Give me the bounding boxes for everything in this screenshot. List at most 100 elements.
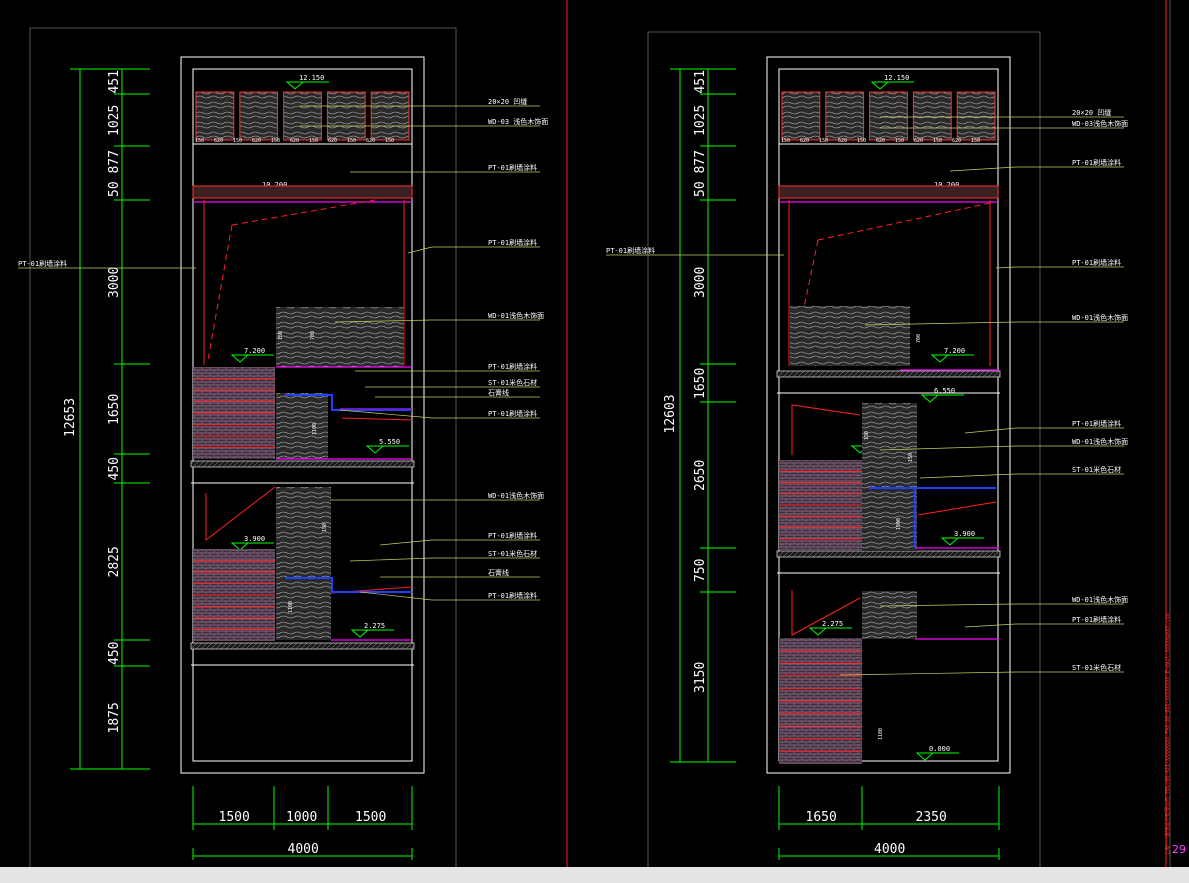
material-label: PT-01刷墙涂料 (488, 238, 537, 247)
floor-slab (776, 550, 1001, 558)
stair-hidden-line (791, 239, 819, 367)
hdim-label: 1500 (219, 810, 250, 825)
stair-hidden-line (207, 224, 233, 361)
level-label: 10.200 (262, 181, 287, 189)
wood-wall (276, 307, 404, 367)
panel-dim-label: 620 (876, 138, 885, 144)
leader-line (339, 409, 540, 419)
material-label: PT-01刷墙涂料 (488, 531, 537, 540)
panel-dim-label: 620 (838, 138, 847, 144)
hdim-label: 1500 (355, 810, 386, 825)
wood-panel (370, 91, 410, 141)
panel-dim-label: 620 (800, 138, 809, 144)
material-label-left: PT-01刷墙涂料 (606, 246, 655, 255)
vdim-label: 1875 (107, 702, 122, 733)
wood-panel (825, 91, 865, 141)
panel-dim-label: 150 (819, 138, 828, 144)
stair-outline (205, 486, 276, 542)
wood-panel (956, 91, 996, 141)
stair-outline (341, 417, 413, 421)
material-label-left: PT-01刷墙涂料 (18, 259, 67, 268)
vdim-label: 451 (693, 70, 708, 93)
wood-panel (869, 91, 908, 141)
wood-wall (276, 487, 331, 640)
leader-line (995, 266, 1124, 269)
wood-wall (862, 591, 917, 639)
inner-dim-label: 1900 (896, 518, 902, 530)
panel-dim-label: 620 (914, 138, 923, 144)
wood-panel (239, 91, 279, 141)
material-label: PT-01刷墙涂料 (1072, 419, 1121, 428)
material-label: ST-01米色石材 (1072, 663, 1121, 672)
wood-panel (195, 91, 235, 141)
leader-line (879, 603, 1124, 607)
stair-outline (791, 404, 861, 455)
panel-dim-label: 150 (895, 138, 904, 144)
hdim-total-label: 4000 (288, 842, 319, 857)
inner-dim-label: 700 (916, 334, 922, 343)
material-label: WD-01浅色木饰面 (1072, 313, 1128, 322)
stair-outline (791, 590, 861, 636)
ceiling-slab (192, 185, 413, 199)
material-label: 石膏线 (488, 568, 509, 577)
vdim-label: 450 (107, 642, 122, 665)
level-label: 7.200 (944, 347, 965, 355)
panel-dim-label: 150 (233, 138, 242, 144)
panel-dim-label: 150 (271, 138, 280, 144)
stair-hidden-line (231, 199, 376, 226)
material-label: PT-01刷墙涂料 (488, 163, 537, 172)
level-label: 12.150 (299, 74, 324, 82)
level-label: 3.900 (954, 530, 975, 538)
vdim-label: 2650 (693, 460, 708, 491)
material-label: PT-01刷墙涂料 (1072, 158, 1121, 167)
material-label: ST-01米色石材 (488, 549, 537, 558)
leader-line (949, 166, 1124, 172)
level-label: 3.900 (244, 535, 265, 543)
level-marker (230, 542, 250, 551)
material-label: PT-01刷墙涂料 (1072, 615, 1121, 624)
hdim-label: 1650 (806, 810, 837, 825)
panel-dim-label: 620 (290, 138, 299, 144)
stair-outline (917, 501, 997, 516)
inner-dim-label: 700 (310, 331, 316, 340)
vdim-label: 3000 (107, 267, 122, 298)
leader-line (359, 591, 540, 601)
hdim-label: 2350 (916, 810, 947, 825)
leader-line (864, 321, 1124, 326)
leader-line (379, 539, 540, 546)
wood-wall (276, 393, 328, 459)
vdim-label: 1025 (107, 105, 122, 136)
inner-dim-label: 150 (864, 431, 870, 440)
material-label: 20×20 凹缝 (488, 97, 527, 106)
panel-dim-label: 150 (857, 138, 866, 144)
vdim-label: 750 (693, 559, 708, 582)
vdim-label: 2825 (107, 546, 122, 577)
vdim-label: 3150 (693, 662, 708, 693)
panel-dim-label: 620 (214, 138, 223, 144)
vdim-label: 450 (107, 457, 122, 480)
panel-dim-label: 620 (252, 138, 261, 144)
material-label: ST-01米色石材 (488, 378, 537, 387)
level-label: 7.200 (244, 347, 265, 355)
vdim-label: 50 877 (693, 150, 708, 197)
level-label: 2.275 (822, 620, 843, 628)
level-marker (230, 354, 250, 363)
material-label: PT-01刷墙涂料 (488, 409, 537, 418)
level-marker (808, 627, 828, 636)
level-label: 2.275 (364, 622, 385, 630)
material-label: WD-01浅色木饰面 (488, 491, 544, 500)
section-inner-outline (778, 68, 999, 762)
status-bar (0, 867, 1189, 883)
vdim-label: 50 877 (107, 150, 122, 197)
hdim-label: 1000 (286, 810, 317, 825)
page-number: 29 (1172, 843, 1186, 856)
section-outline (766, 56, 1011, 774)
stone-edge (285, 394, 412, 411)
material-label: PT-01刷墙涂料 (488, 591, 537, 600)
level-marker (350, 629, 370, 638)
vdim-label: 451 (107, 70, 122, 93)
panel-dim-label: 620 (328, 138, 337, 144)
